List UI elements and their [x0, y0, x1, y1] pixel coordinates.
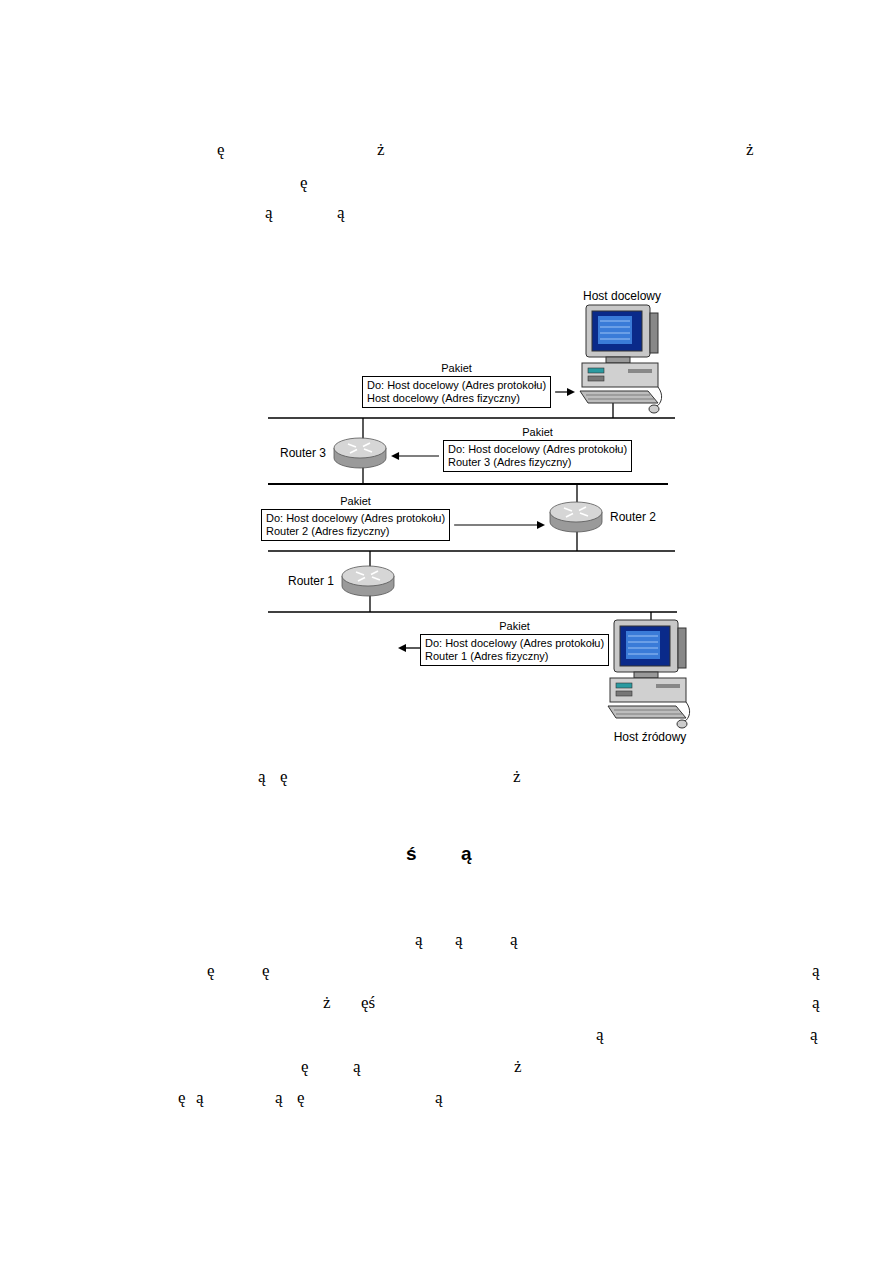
- text-fragment: ę: [207, 961, 215, 981]
- text-fragment: ą: [810, 1025, 818, 1045]
- text-fragment: ś: [406, 844, 417, 864]
- text-fragment: ę: [297, 1088, 305, 1108]
- router-node: Router 2: [548, 500, 656, 534]
- text-fragment: ż: [514, 1057, 522, 1077]
- text-fragment: ę: [280, 767, 288, 787]
- computer-icon: [578, 303, 666, 415]
- packet-address: Do: Host docelowy (Adres protokołu): [367, 379, 546, 392]
- packet-heading: Pakiet: [444, 426, 631, 439]
- host-label: Host docelowy: [583, 289, 661, 303]
- text-fragment: ą: [337, 203, 345, 223]
- packet-heading: Pakiet: [421, 620, 608, 633]
- text-fragment: ę: [178, 1088, 186, 1108]
- router-label: Router 3: [280, 446, 326, 460]
- packet-box: PakietDo: Host docelowy (Adres protokołu…: [261, 509, 450, 541]
- text-fragment: ę: [301, 1057, 309, 1077]
- text-fragment: ą: [510, 930, 518, 950]
- text-fragment: ż: [513, 767, 521, 787]
- packet-heading: Pakiet: [363, 362, 550, 375]
- host-node: Host źródowy: [606, 618, 694, 744]
- text-fragment: ą: [596, 1025, 604, 1045]
- packet-heading: Pakiet: [262, 495, 449, 508]
- packet-box: PakietDo: Host docelowy (Adres protokołu…: [362, 376, 551, 408]
- text-fragment: ż: [377, 140, 385, 160]
- text-fragment: ż: [746, 140, 754, 160]
- packet-address: Router 3 (Adres fizyczny): [448, 456, 627, 469]
- text-fragment: ą: [461, 844, 472, 864]
- packet-address: Router 2 (Adres fizyczny): [266, 525, 445, 538]
- text-fragment: ą: [196, 1088, 204, 1108]
- text-fragment: ę: [217, 140, 225, 160]
- packet-address: Host docelowy (Adres fizyczny): [367, 392, 546, 405]
- text-fragment: ę: [300, 173, 308, 193]
- text-fragment: ęś: [361, 993, 375, 1013]
- packet-box: PakietDo: Host docelowy (Adres protokołu…: [420, 634, 609, 666]
- text-fragment: ą: [455, 930, 463, 950]
- text-fragment: ą: [258, 767, 266, 787]
- packet-address: Router 1 (Adres fizyczny): [425, 650, 604, 663]
- text-fragment: ż: [323, 993, 331, 1013]
- router-label: Router 2: [610, 510, 656, 524]
- router-label: Router 1: [288, 574, 334, 588]
- packet-arrow: [555, 388, 575, 396]
- text-fragment: ą: [812, 961, 820, 981]
- text-fragment: ę: [262, 961, 270, 981]
- text-fragment: ą: [265, 203, 273, 223]
- computer-icon: [606, 618, 694, 730]
- text-fragment: ą: [812, 993, 820, 1013]
- text-fragment: ą: [275, 1088, 283, 1108]
- packet-box: PakietDo: Host docelowy (Adres protokołu…: [443, 440, 632, 472]
- router-node: Router 3: [280, 436, 388, 470]
- host-node: Host docelowy: [578, 289, 666, 415]
- text-fragment: ą: [435, 1088, 443, 1108]
- router-icon: [332, 436, 388, 470]
- packet-arrow: [391, 452, 439, 460]
- router-icon: [548, 500, 604, 534]
- packet-arrow: [454, 521, 545, 529]
- packet-address: Do: Host docelowy (Adres protokołu): [266, 512, 445, 525]
- router-node: Router 1: [288, 564, 396, 598]
- text-fragment: ą: [353, 1057, 361, 1077]
- router-icon: [340, 564, 396, 598]
- host-label: Host źródowy: [614, 730, 687, 744]
- text-fragment: ą: [415, 930, 423, 950]
- packet-address: Do: Host docelowy (Adres protokołu): [425, 637, 604, 650]
- packet-address: Do: Host docelowy (Adres protokołu): [448, 443, 627, 456]
